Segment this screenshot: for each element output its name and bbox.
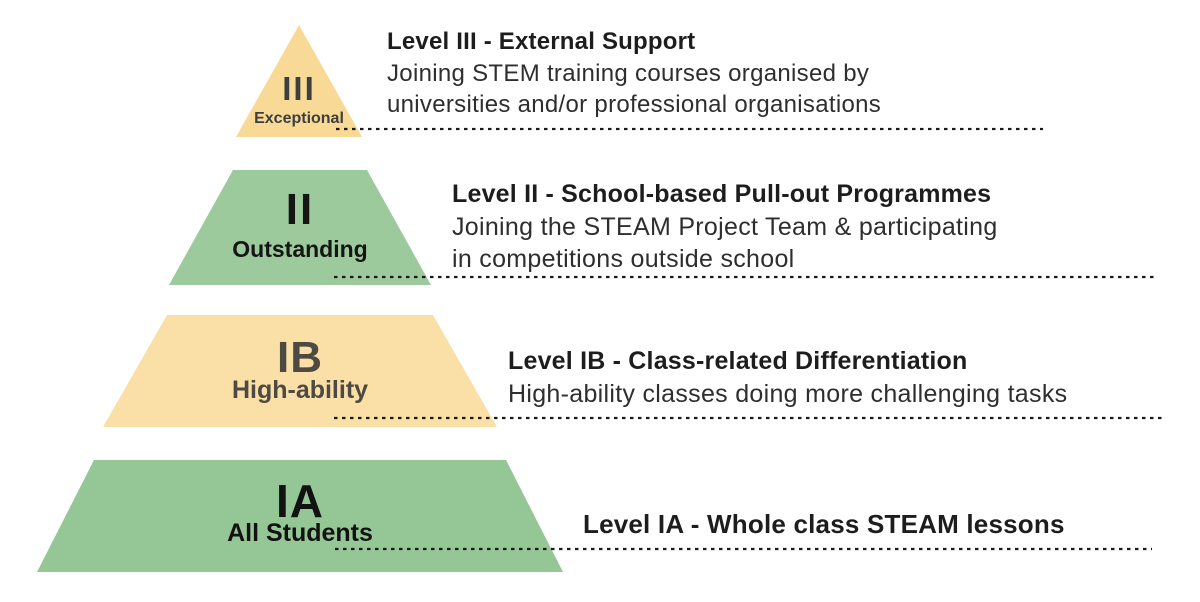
tier-ii-body-line-1: Joining the STEAM Project Team & partici…	[452, 213, 998, 241]
tier-iii-sublabel: Exceptional	[254, 110, 344, 127]
tier-ia-sublabel: All Students	[227, 519, 373, 547]
tier-iii-description: Level III - External Support Joining STE…	[387, 26, 881, 120]
tier-ii-body-line-2: in competitions outside school	[452, 245, 795, 273]
tier-ia-heading: Level IA - Whole class STEAM lessons	[583, 509, 1065, 539]
tier-ib-label: IB	[277, 333, 323, 382]
tier-iii-heading: Level III - External Support	[387, 28, 696, 55]
tier-iii-label: III	[282, 70, 316, 107]
tier-iii-triangle	[236, 25, 362, 137]
tier-ii-heading: Level II - School-based Pull-out Program…	[452, 180, 992, 208]
tier-ib-heading: Level IB - Class-related Differentiation	[508, 347, 968, 375]
tier-ii-sublabel: Outstanding	[232, 236, 368, 262]
tier-iii-body-line-2: universities and/or professional organis…	[387, 91, 882, 118]
tier-iii-body-line-1: Joining STEM training courses organised …	[387, 60, 870, 87]
tier-ia-description: Level IA - Whole class STEAM lessons	[583, 508, 1065, 541]
tier-ib-trapezoid	[103, 315, 497, 427]
tier-ii-trapezoid	[169, 170, 431, 285]
tier-ib-sublabel: High-ability	[231, 376, 369, 404]
tier-ia-label: IA	[276, 475, 324, 527]
tier-ii-description: Level II - School-based Pull-out Program…	[452, 178, 998, 275]
tier-ib-description: Level IB - Class-related Differentiation…	[508, 345, 1067, 410]
tier-ii-label: II	[285, 185, 315, 234]
tier-ia-trapezoid	[37, 460, 563, 572]
tier-ib-body-line-1: High-ability classes doing more challeng…	[508, 380, 1068, 408]
